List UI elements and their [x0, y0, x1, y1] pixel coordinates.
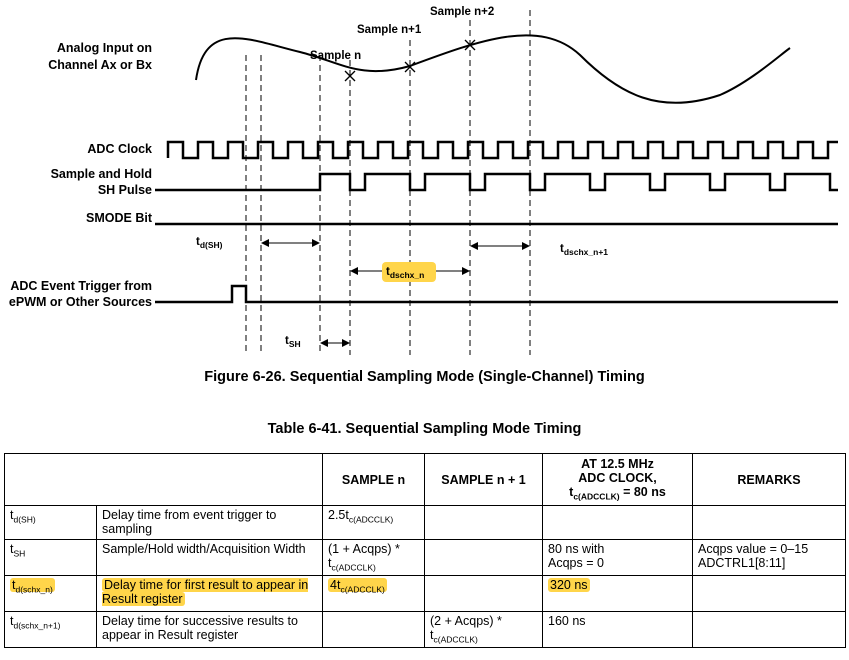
sh-pulse-waveform [155, 172, 838, 192]
adc-clock-waveform [166, 140, 838, 160]
sample-n2-label: Sample n+2 [430, 6, 494, 18]
row-symbol: tSH [4, 539, 97, 576]
row-description: Sample/Hold width/Acquisition Width [96, 539, 323, 576]
row-sample-n1 [424, 505, 543, 540]
sample-n1-cross [404, 61, 416, 73]
sample-hold-label-line1: Sample and Hold [51, 167, 152, 181]
tsh-label: tSH [285, 335, 301, 349]
row-symbol: td(schx_n+1) [4, 611, 97, 648]
row-description: Delay time for successive results to app… [96, 611, 323, 648]
row-at-clock: 320 ns [542, 575, 693, 612]
header-sample-n: SAMPLE n [322, 453, 425, 506]
row-sample-n1 [424, 575, 543, 612]
smode-label: SMODE Bit [86, 211, 153, 225]
row-description: Delay time for first result to appear in… [96, 575, 323, 612]
tdschx-n-highlight [382, 262, 436, 282]
sample-hold-label-line2: SH Pulse [98, 183, 152, 197]
analog-input-label-line2: Channel Ax or Bx [48, 58, 152, 72]
sample-n-label: Sample n [310, 50, 361, 62]
row-symbol: td(schx_n) [4, 575, 97, 612]
row-description: Delay time from event trigger to samplin… [96, 505, 323, 540]
td-sh-label: td(SH) [196, 236, 223, 250]
analog-waveform [195, 34, 791, 104]
adc-clock-label: ADC Clock [87, 142, 152, 156]
table-row-highlighted: td(schx_n) Delay time for first result t… [4, 575, 846, 612]
event-trigger-waveform [155, 284, 838, 304]
row-remarks [692, 505, 846, 540]
row-sample-n1 [424, 539, 543, 576]
row-sample-n: 4tc(ADCCLK) [322, 575, 425, 612]
table-row: tSH Sample/Hold width/Acquisition Width … [4, 539, 846, 576]
row-sample-n: (1 + Acqps) *tc(ADCCLK) [322, 539, 425, 576]
header-remarks: REMARKS [692, 453, 846, 506]
row-remarks [692, 611, 846, 648]
row-sample-n1: (2 + Acqps) *tc(ADCCLK) [424, 611, 543, 648]
tdschx-n-label: tdschx_n [386, 266, 424, 280]
tdschx-n1-label: tdschx_n+1 [560, 243, 608, 257]
row-at-clock: 160 ns [542, 611, 693, 648]
event-trigger-label-line1: ADC Event Trigger from [10, 279, 152, 293]
timing-diagram: Analog Input on Channel Ax or Bx ADC Clo… [9, 6, 838, 355]
table-header-row: SAMPLE n SAMPLE n + 1 AT 12.5 MHz ADC CL… [4, 453, 846, 506]
header-at-clock: AT 12.5 MHz ADC CLOCK, tc(ADCCLK) = 80 n… [542, 453, 693, 506]
row-remarks [692, 575, 846, 612]
table-caption: Table 6-41. Sequential Sampling Mode Tim… [267, 421, 582, 437]
header-empty [4, 453, 323, 506]
analog-input-label-line1: Analog Input on [57, 41, 152, 55]
row-sample-n: 2.5tc(ADCCLK) [322, 505, 425, 540]
figure-caption: Figure 6-26. Sequential Sampling Mode (S… [204, 369, 645, 385]
event-trigger-label-line2: ePWM or Other Sources [9, 295, 152, 309]
table-row: td(SH) Delay time from event trigger to … [4, 505, 846, 540]
row-sample-n [322, 611, 425, 648]
timing-table: SAMPLE n SAMPLE n + 1 AT 12.5 MHz ADC CL… [4, 453, 846, 648]
header-sample-n1: SAMPLE n + 1 [424, 453, 543, 506]
sample-n1-label: Sample n+1 [357, 24, 422, 36]
row-symbol: td(SH) [4, 505, 97, 540]
row-at-clock [542, 505, 693, 540]
table-row: td(schx_n+1) Delay time for successive r… [4, 611, 846, 648]
